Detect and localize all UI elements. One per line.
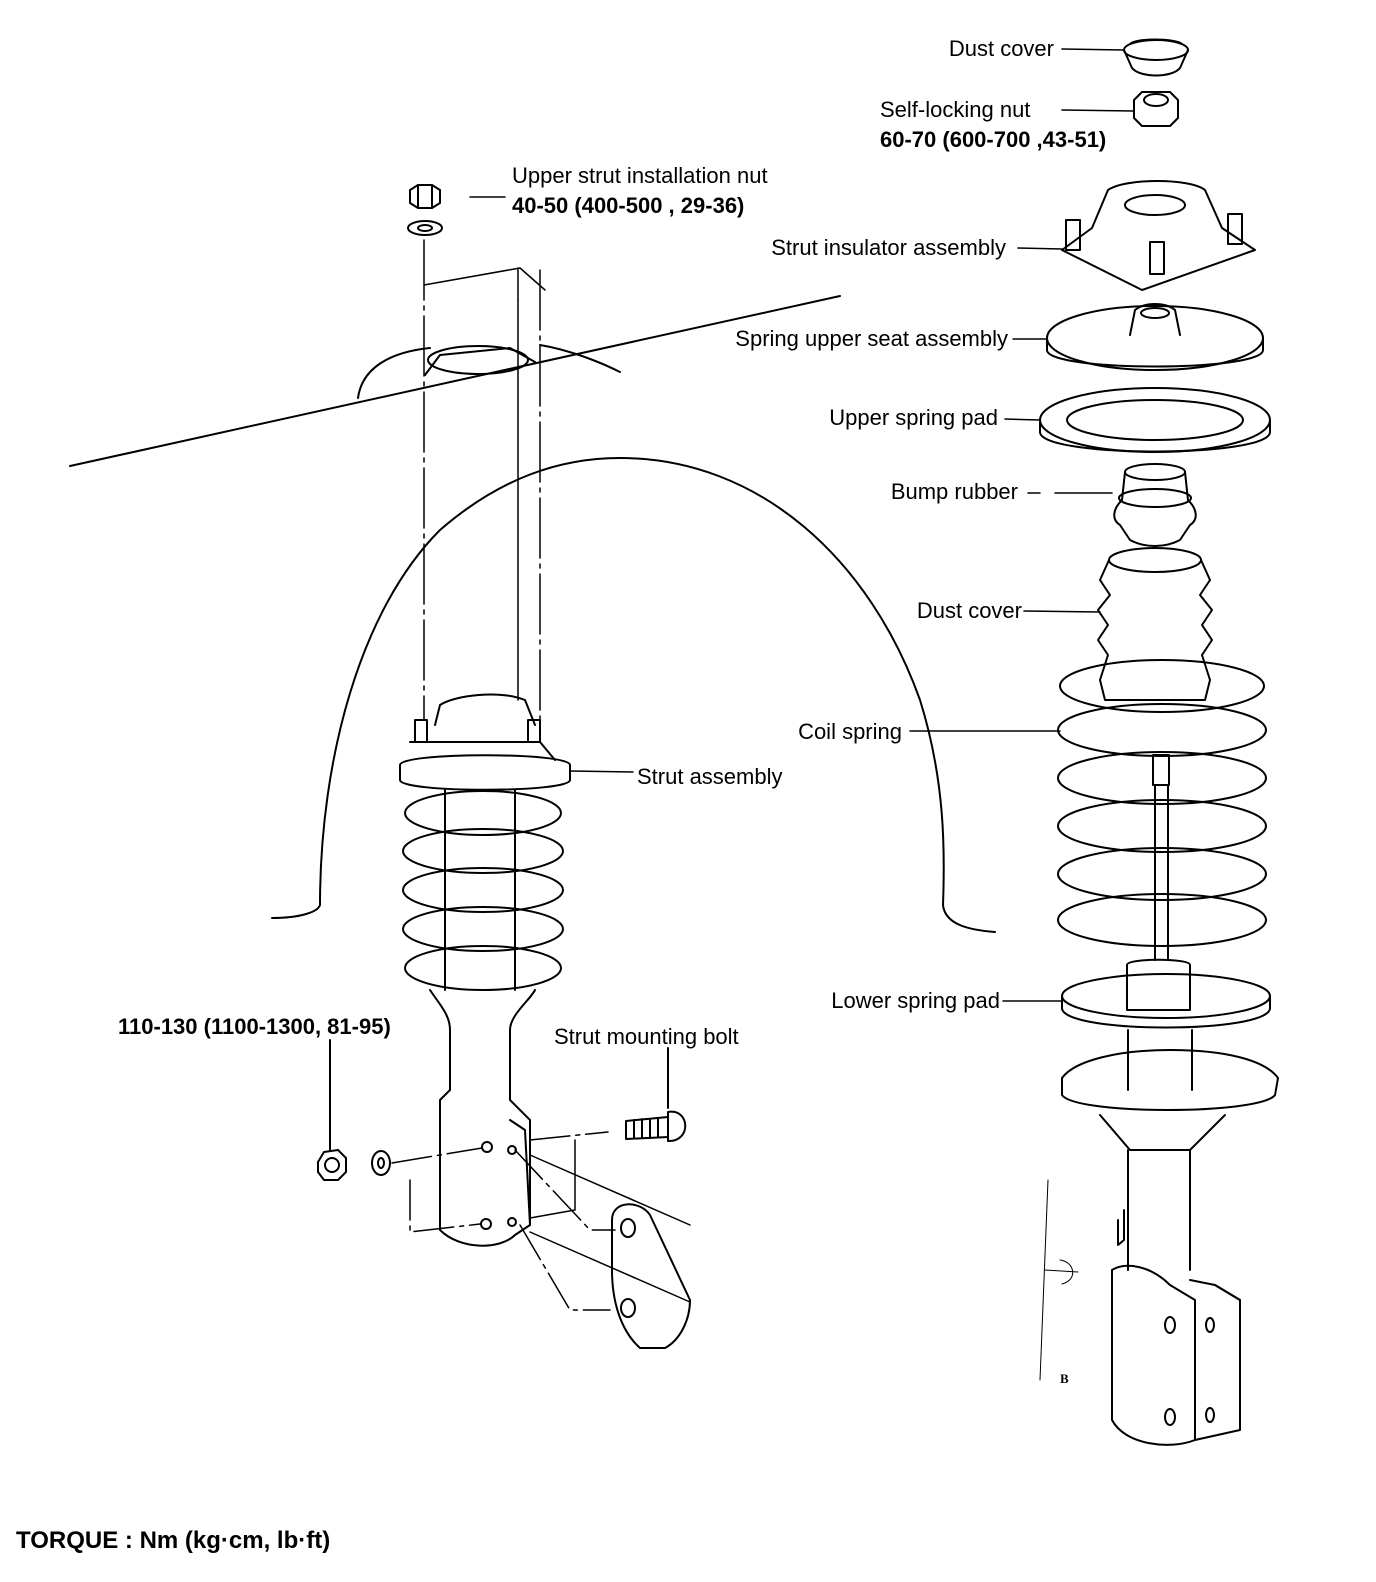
mounting-guide-lines — [392, 1132, 690, 1310]
wheel-arch — [272, 458, 995, 932]
strut-mounting-bolt — [626, 1048, 685, 1141]
torque-units-footer: TORQUE : Nm (kg·cm, lb·ft) — [16, 1527, 331, 1554]
strut-insulator — [1062, 181, 1255, 290]
stamp-mark — [1040, 1180, 1078, 1380]
label-strut-assembly: Strut assembly — [637, 764, 783, 789]
install-guide-lines — [424, 240, 545, 720]
label-spring-upper-seat: Spring upper seat assembly — [735, 326, 1008, 351]
label-upper-spring-pad: Upper spring pad — [829, 405, 998, 430]
body-panel — [70, 296, 840, 466]
label-dust-cover-top: Dust cover — [948, 36, 1054, 61]
label-self-locking-nut: Self-locking nut — [880, 97, 1031, 122]
label-mounting-nut-torque: 110-130 (1100-1300, 81-95) — [118, 1014, 391, 1039]
label-dust-cover-mid: Dust cover — [916, 598, 1022, 623]
label-upper-strut-nut: Upper strut installation nut — [512, 163, 768, 188]
upper-spring-pad — [1040, 388, 1270, 452]
spring-upper-seat — [1047, 304, 1263, 370]
right-strut-body — [1062, 1030, 1278, 1445]
label-strut-insulator: Strut insulator assembly — [771, 235, 1006, 260]
mounting-nut-and-washer — [318, 1040, 390, 1180]
stamp-letter: B — [1060, 1371, 1069, 1386]
label-self-locking-nut-torque: 60-70 (600-700 ,43-51) — [880, 127, 1107, 152]
upper-strut-nut — [408, 185, 442, 235]
leader-lines — [470, 49, 1134, 1001]
label-upper-strut-nut-torque: 40-50 (400-500 , 29-36) — [512, 193, 745, 218]
label-coil-spring: Coil spring — [798, 719, 902, 744]
dust-cap — [1124, 40, 1188, 76]
coil-spring — [1058, 660, 1266, 960]
label-lower-spring-pad: Lower spring pad — [831, 988, 1000, 1013]
lower-control-arm — [612, 1204, 690, 1348]
bump-rubber — [1114, 464, 1196, 546]
lower-spring-pad — [1062, 960, 1270, 1028]
label-bump-rubber: Bump rubber — [890, 479, 1018, 504]
left-strut-assembly — [400, 695, 570, 1246]
dust-cover-boot — [1098, 548, 1212, 700]
self-locking-nut — [1134, 92, 1178, 126]
label-strut-mounting-bolt: Strut mounting bolt — [554, 1024, 739, 1049]
